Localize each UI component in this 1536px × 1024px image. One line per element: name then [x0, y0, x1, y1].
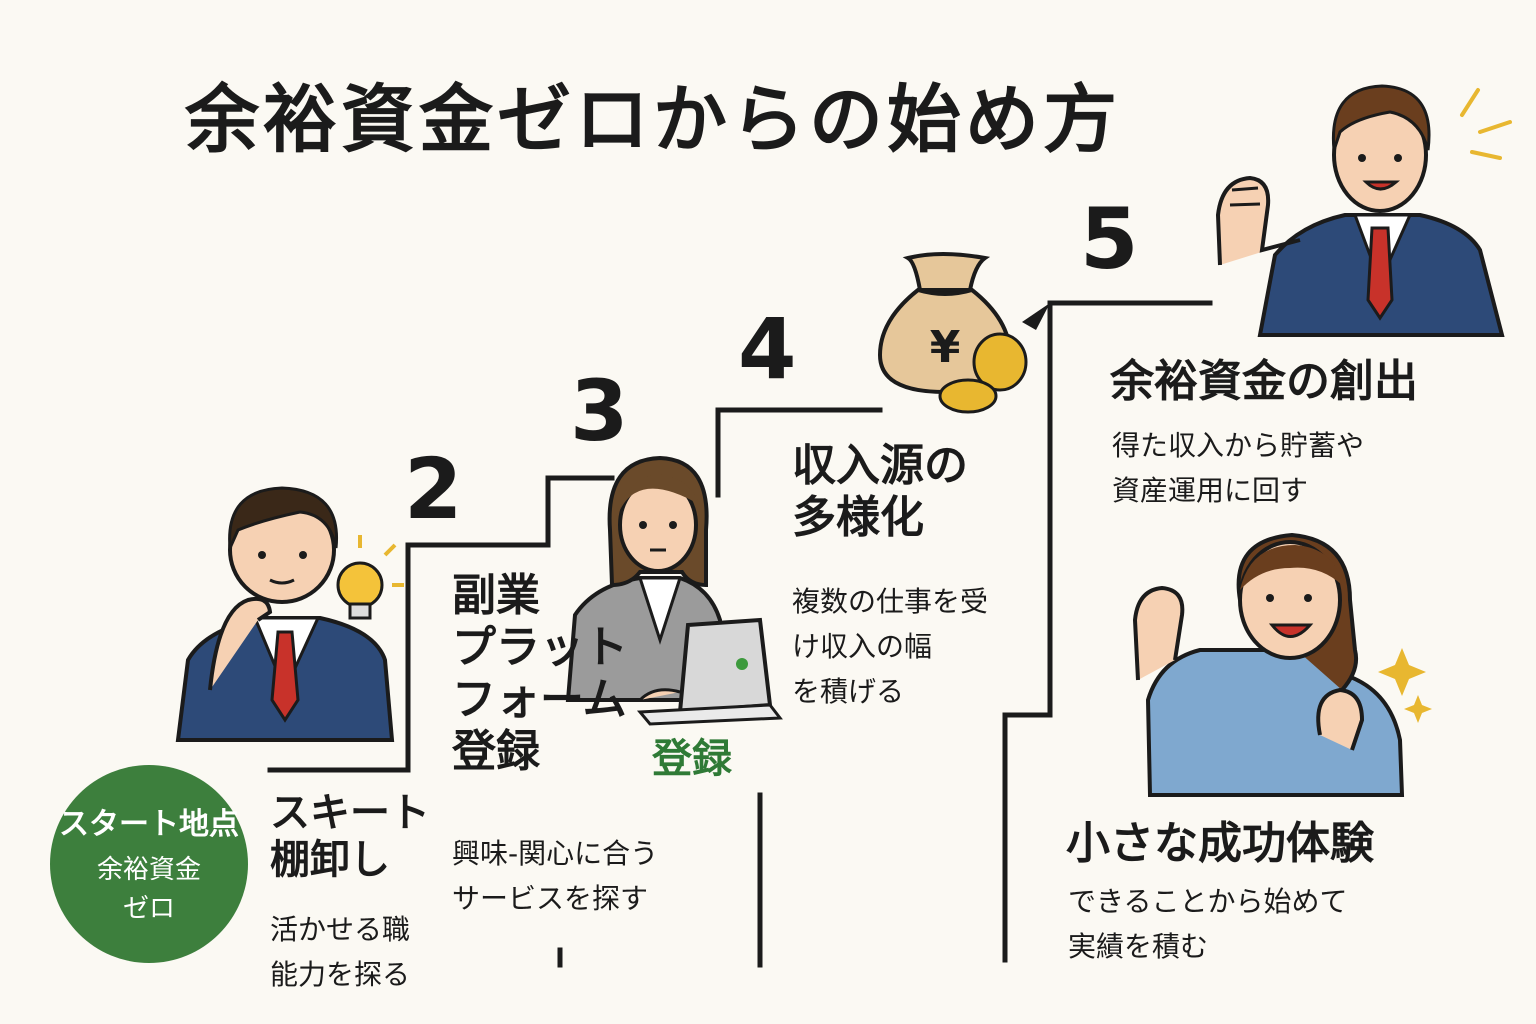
- step-number-4: 4: [738, 300, 797, 398]
- step-4-description: 複数の仕事を受 け収入の幅 を積げる: [792, 585, 989, 708]
- step-number-3: 3: [570, 362, 629, 460]
- lightbulb-icon: [336, 535, 404, 620]
- small-success-heading: 小さな成功体験: [1066, 818, 1374, 869]
- start-badge-title: スタート地点: [59, 807, 239, 842]
- page-title: 余裕資金ゼロからの始め方: [185, 77, 1121, 163]
- stair-step-2: [715, 407, 883, 498]
- step-1-heading: スキート 棚卸し: [270, 790, 430, 884]
- step-2-register-tag: 登録: [652, 736, 732, 782]
- step-number-2: 2: [404, 440, 463, 538]
- coin-icon: [938, 332, 1028, 414]
- step-number-5: 5: [1080, 190, 1139, 288]
- start-badge-line2: 余裕資金: [96, 855, 201, 885]
- sparkle-icon: [1460, 88, 1512, 160]
- step-4-heading: 収入源の 多様化: [792, 440, 968, 543]
- woman-laptop-illustration: [565, 455, 783, 726]
- small-success-description: できることから始めて 実績を積む: [1068, 885, 1348, 963]
- stair-arrow-tip: [1022, 303, 1050, 330]
- step-1-description: 活かせる職 能力を探る: [270, 913, 411, 991]
- cheering-man-illustration: [1215, 84, 1505, 337]
- step-5-heading: 余裕資金の創出: [1110, 356, 1418, 407]
- thinking-man-illustration: [175, 486, 395, 742]
- start-badge-line3: ゼロ: [122, 894, 175, 924]
- step-2-heading: 副業 プラット フォーム 登録: [452, 570, 628, 777]
- money-symbol: ¥: [930, 322, 961, 373]
- start-point-badge: スタート地点 余裕資金 ゼロ: [50, 765, 248, 963]
- cheering-woman-illustration: [1132, 532, 1432, 797]
- step-5-description: 得た収入から貯蓄や 資産運用に回す: [1112, 429, 1365, 507]
- stair-step-3: [1002, 300, 1213, 963]
- step-2-description: 興味-関心に合う サービスを探す: [452, 837, 659, 915]
- laptop-icon: [636, 617, 783, 726]
- stair-step-1: [267, 475, 615, 773]
